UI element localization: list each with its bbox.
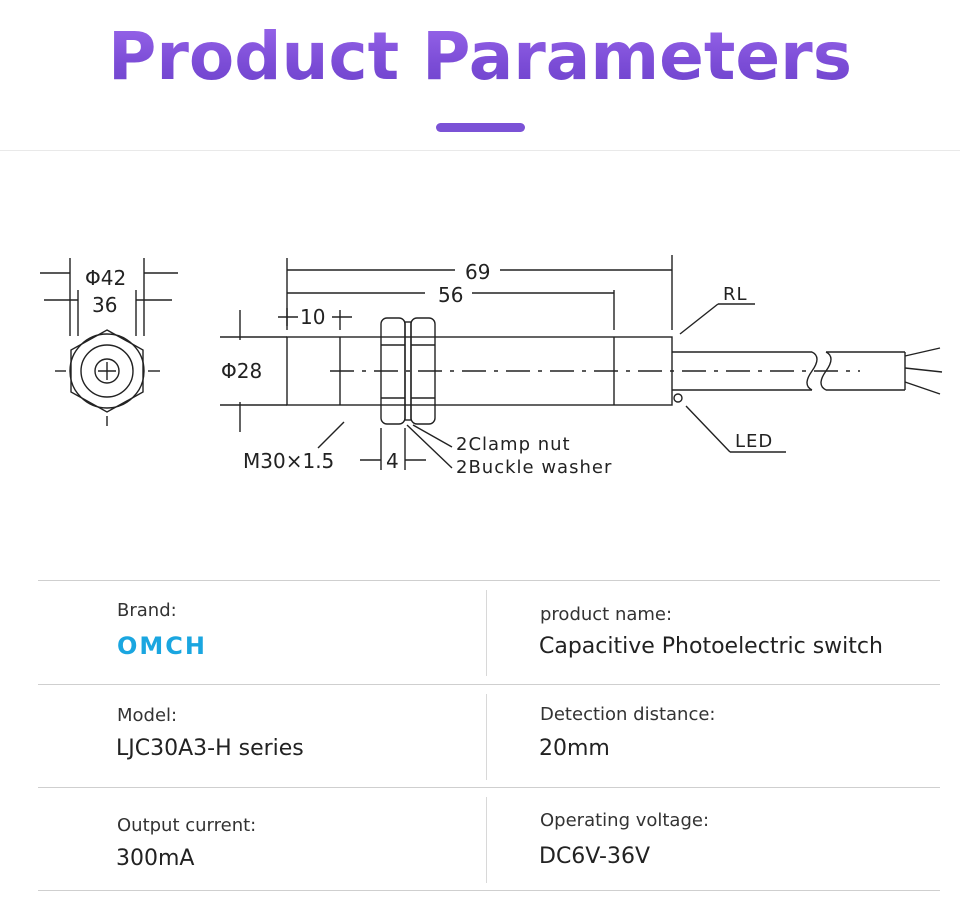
body-length-label: 56 (438, 283, 463, 307)
led-label: LED (735, 431, 773, 452)
brand-label: Brand: (117, 600, 177, 621)
clamp-nut-label: 2Clamp nut (456, 434, 571, 455)
table-divider (38, 580, 940, 581)
thread-spec-label: M30×1.5 (243, 449, 334, 473)
model-label: Model: (117, 705, 178, 726)
buckle-washer-label: 2Buckle washer (456, 457, 612, 478)
table-divider (38, 684, 940, 685)
table-divider (38, 787, 940, 788)
dimension-drawing: Φ42 36 69 56 10 Φ28 M30×1.5 4 2Clamp nut… (40, 255, 943, 478)
model-value: LJC30A3-H series (116, 736, 304, 761)
page-title: Product Parameters (0, 18, 960, 95)
end-view-nut-width-label: 36 (92, 293, 117, 317)
side-diameter-label: Φ28 (221, 359, 262, 383)
header-divider (0, 150, 960, 151)
thread-start-label: 10 (300, 305, 325, 329)
output-current-label: Output current: (117, 815, 257, 836)
brand-logo: OMCH (117, 632, 207, 660)
table-divider (38, 890, 940, 891)
column-divider (486, 797, 487, 883)
detection-distance-value: 20mm (539, 736, 610, 761)
end-view-diameter-label: Φ42 (85, 266, 126, 290)
product-name-label: product name: (540, 604, 673, 625)
product-name-value: Capacitive Photoelectric switch (539, 634, 883, 659)
side-view (220, 255, 943, 470)
detection-distance-label: Detection distance: (540, 704, 716, 725)
operating-voltage-label: Operating voltage: (540, 810, 710, 831)
output-current-value: 300mA (116, 846, 195, 871)
end-view (40, 258, 178, 426)
total-length-label: 69 (465, 260, 490, 284)
nut-width-label: 4 (386, 449, 399, 473)
operating-voltage-value: DC6V-36V (539, 844, 651, 869)
rl-label: RL (723, 284, 748, 305)
title-underline (436, 123, 525, 132)
column-divider (486, 694, 487, 780)
column-divider (486, 590, 487, 676)
